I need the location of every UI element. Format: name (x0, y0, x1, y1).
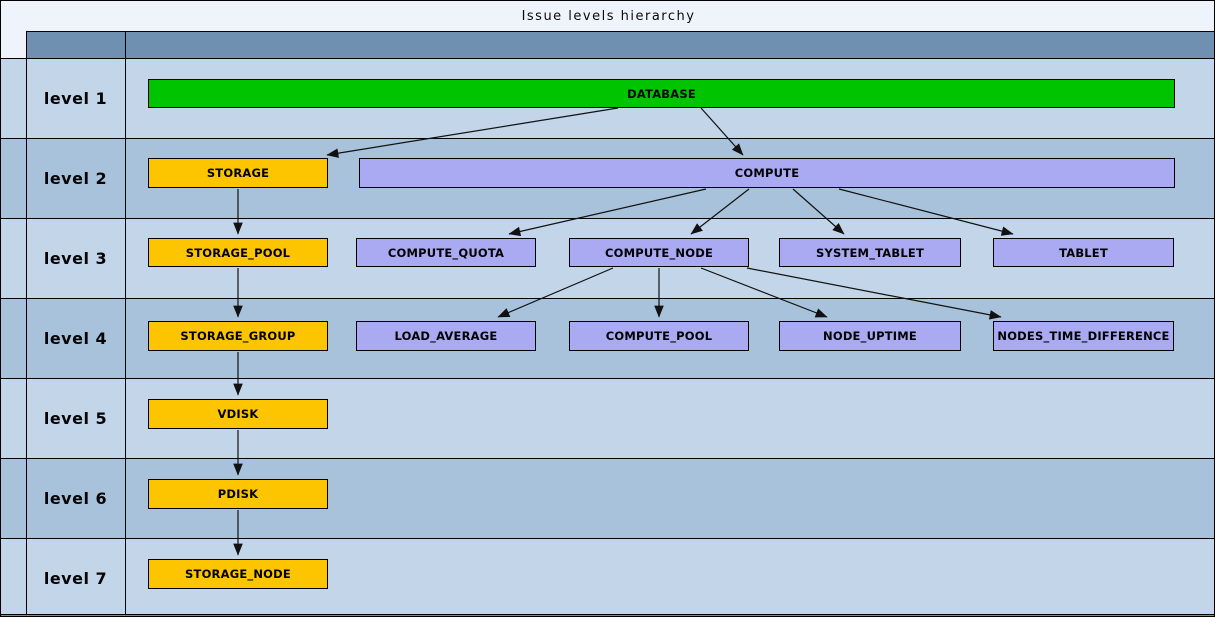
row-strip-level-7 (1, 538, 26, 616)
row-strip-level-4 (1, 298, 26, 378)
level-label-7: level 7 (26, 538, 125, 616)
grid-vline-level-column (125, 31, 126, 614)
node-tablet: TABLET (993, 238, 1174, 267)
node-compute-quota: COMPUTE_QUOTA (356, 238, 536, 267)
header-level-column-cell (26, 31, 125, 58)
node-compute-node: COMPUTE_NODE (569, 238, 749, 267)
grid-line-row-3 (1, 298, 1214, 299)
node-pdisk: PDISK (148, 479, 328, 509)
row-strip-level-1 (1, 58, 26, 138)
node-load-average: LOAD_AVERAGE (356, 321, 536, 351)
bottom-strip (1, 614, 1214, 616)
node-compute: COMPUTE (359, 158, 1175, 188)
grid-line-row-5 (1, 458, 1214, 459)
grid-line-header-top (26, 31, 1214, 32)
level-label-5: level 5 (26, 378, 125, 458)
node-nodes-time-difference: NODES_TIME_DIFFERENCE (993, 321, 1174, 351)
grid-line-row-1 (1, 138, 1214, 139)
node-storage-node: STORAGE_NODE (148, 559, 328, 589)
level-label-1: level 1 (26, 58, 125, 138)
row-strip-level-6 (1, 458, 26, 538)
node-compute-pool: COMPUTE_POOL (569, 321, 749, 351)
node-vdisk: VDISK (148, 399, 328, 429)
grid-line-bottom (1, 614, 1214, 615)
row-strip-level-5 (1, 378, 26, 458)
node-database: DATABASE (148, 79, 1175, 108)
header-main-cell (125, 31, 1214, 58)
node-storage-pool: STORAGE_POOL (148, 238, 328, 267)
grid-vline-strip (26, 31, 27, 614)
grid-line-row-4 (1, 378, 1214, 379)
node-storage-group: STORAGE_GROUP (148, 321, 328, 351)
diagram-title: Issue levels hierarchy (1, 1, 1214, 31)
node-node-uptime: NODE_UPTIME (779, 321, 961, 351)
row-strip-level-2 (1, 138, 26, 218)
level-label-2: level 2 (26, 138, 125, 218)
node-storage: STORAGE (148, 158, 328, 188)
row-strip-level-3 (1, 218, 26, 298)
grid-line-header-bottom (1, 58, 1214, 59)
level-label-6: level 6 (26, 458, 125, 538)
grid-line-row-6 (1, 538, 1214, 539)
node-system-tablet: SYSTEM_TABLET (779, 238, 961, 267)
header-left-strip (1, 31, 26, 58)
grid-line-row-2 (1, 218, 1214, 219)
level-label-4: level 4 (26, 298, 125, 378)
level-label-3: level 3 (26, 218, 125, 298)
